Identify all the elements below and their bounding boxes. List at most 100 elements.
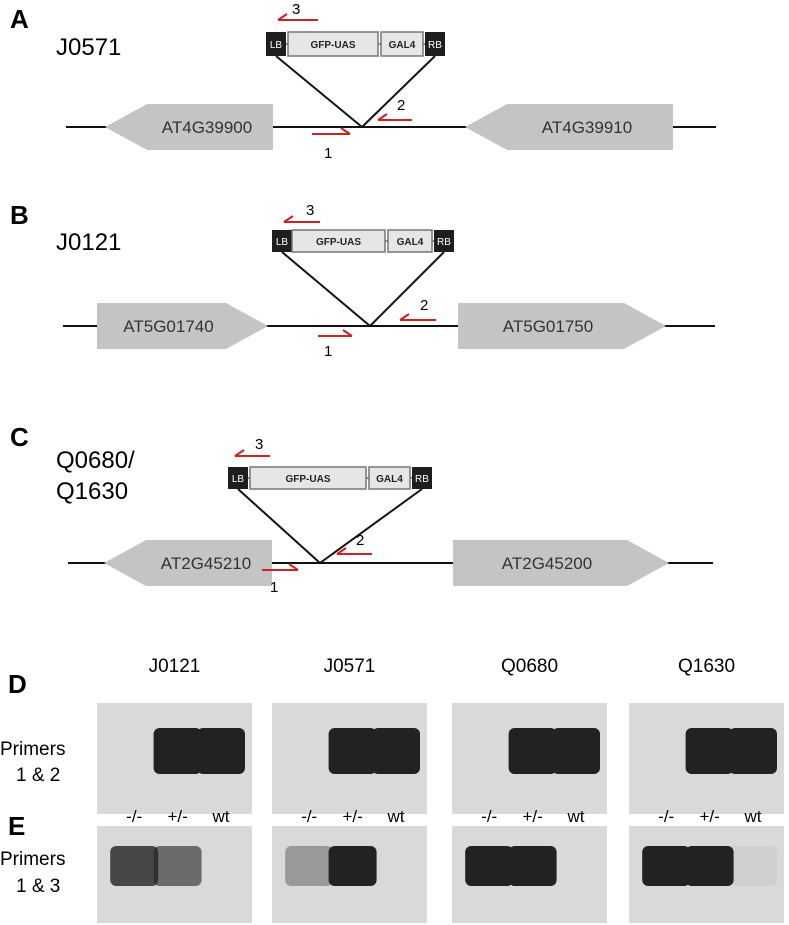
band-j0571-12-lane-2 [328,728,377,774]
band-q0680-13-lane-1 [465,846,514,886]
panel-a-right-gene-label: AT4G39910 [542,118,632,137]
panel-c-right-gene-label: AT2G45200 [502,554,592,573]
panel-c-rb-label: RB [415,474,429,485]
panel-b-gal4-box [387,229,433,253]
panel-b-gfp-uas-box [291,229,386,253]
panel-b-primer-1-arrow-barb [342,329,353,337]
gel-j0571-title: J0571 [324,656,376,677]
panel-b-left-gene-label: AT5G01740 [123,317,213,336]
panel-a-gfp-uas-label: GFP-UAS [311,40,356,51]
panel-c-line-name: Q0680/ [56,447,135,474]
panel-b-right-gene-label: AT5G01750 [503,317,593,336]
band-j0121-12-lane-2 [153,728,202,774]
panel-c-primer-1-arrow [262,563,299,571]
panel-b-primer-3-arrow-barb [283,215,294,223]
panel-a-left-gene-arrow [105,104,273,150]
panel-b-primer-2-label: 2 [420,297,428,314]
panel-c-rb-box [412,467,432,489]
band-q0680-13-lane-2 [508,846,557,886]
panel-a-right-gene-arrow [465,104,673,150]
lane-label-q0680-1: -/- [481,807,497,826]
panel-b-gfp-uas-label: GFP-UAS [316,237,361,248]
panel-a-lb-label: LB [270,40,283,51]
panel-c-primer-2-arrow-barb [336,547,347,555]
band-j0571-12-lane-3 [372,728,420,774]
panel-b-letter: B [10,200,29,230]
panel-a-letter: A [10,4,29,34]
panel-b-lb-box [272,230,292,252]
panel-b-rb-label: RB [437,237,451,248]
panel-a-primer-3-label: 3 [292,1,300,18]
panel-c-insertion-right [319,488,423,564]
panel-b-primer-3-label: 3 [306,202,314,219]
panel-c-primer-3-arrow-barb [234,449,245,457]
panel-a-primer-2-arrow-barb [377,113,388,121]
panel-e-letter: E [8,811,25,841]
panel-c-right-gene-arrow [453,540,669,586]
panel-c-gal4-box [368,466,411,490]
panel-c-primer-1-label: 1 [270,579,278,596]
band-q1630-13-lane-3 [729,846,777,886]
panel-c-primer-3-arrow [234,449,270,457]
panel-c-lb-box [228,467,248,489]
panel-a-insertion-right [361,55,436,128]
lane-label-q0680-2: +/- [522,807,542,826]
panel-b-line-name: J0121 [56,229,121,256]
band-j0121-13-lane-2 [153,846,202,886]
lane-label-j0121-1: -/- [126,807,142,826]
band-q1630-12-lane-2 [685,728,734,774]
panel-a-rb-box [425,32,445,56]
panel-a-gal4-box [380,31,424,57]
band-q1630-13-lane-2 [685,846,734,886]
panel-c-primer-2-arrow [336,547,372,555]
primers-1-3-label-line2: 1 & 3 [16,876,60,897]
band-q1630-13-lane-1 [642,846,691,886]
panel-a-insertion-left [275,55,363,128]
panel-a-primer-1-arrow [312,127,351,135]
lane-label-q1630-1: -/- [658,807,674,826]
panel-c-primer-1-arrow-barb [288,563,299,571]
panel-a-primer-3-arrow [277,13,318,21]
lane-label-j0571-1: -/- [301,807,317,826]
band-j0121-13-lane-1 [110,846,159,886]
band-j0121-12-lane-3 [197,728,245,774]
panel-b-primer-1-arrow [318,329,353,337]
lane-label-j0571-3: wt [387,807,405,826]
panel-b-insertion-right [369,251,445,327]
panel-c-gfp-uas-label: GFP-UAS [286,474,331,485]
panel-b-gal4-label: GAL4 [397,237,424,248]
lane-label-j0121-2: +/- [167,807,187,826]
panel-c-lb-label: LB [232,474,245,485]
primers-1-3-label-line1: Primers [0,849,65,870]
panel-a-primer-2-label: 2 [397,97,405,114]
panel-b-insertion-left [281,251,371,327]
lane-label-q1630-2: +/- [699,807,719,826]
panel-a-gfp-uas-box [287,31,379,57]
primers-1-2-label-line2: 1 & 2 [16,765,60,786]
panel-a-line-name: J0571 [56,34,121,61]
panel-c-primer-3-label: 3 [255,436,263,453]
panel-c-line-name: Q1630 [56,478,128,505]
panel-d-letter: D [8,669,27,699]
panel-c-left-gene-arrow [104,540,272,586]
gel-q0680-title: Q0680 [501,656,558,677]
panel-a-gal4-label: GAL4 [389,40,416,51]
panel-a-left-gene-label: AT4G39900 [162,118,252,137]
panel-b-primer-3-arrow [283,215,320,223]
band-q0680-12-lane-3 [552,728,600,774]
panel-a-rb-label: RB [428,40,442,51]
panel-b-lb-label: LB [276,237,289,248]
panel-c-gfp-uas-box [249,466,367,490]
band-q0680-12-lane-2 [508,728,557,774]
lane-label-q0680-3: wt [567,807,585,826]
band-q1630-12-lane-3 [729,728,777,774]
lane-label-q1630-3: wt [744,807,762,826]
panel-b-left-gene-arrow [97,303,268,349]
lane-label-j0571-2: +/- [342,807,362,826]
panel-b-right-gene-arrow [458,303,666,349]
band-j0571-13-lane-1 [285,846,334,886]
lane-label-j0121-3: wt [212,807,230,826]
panel-b-primer-2-arrow [399,313,436,321]
gel-j0121-title: J0121 [149,656,201,677]
